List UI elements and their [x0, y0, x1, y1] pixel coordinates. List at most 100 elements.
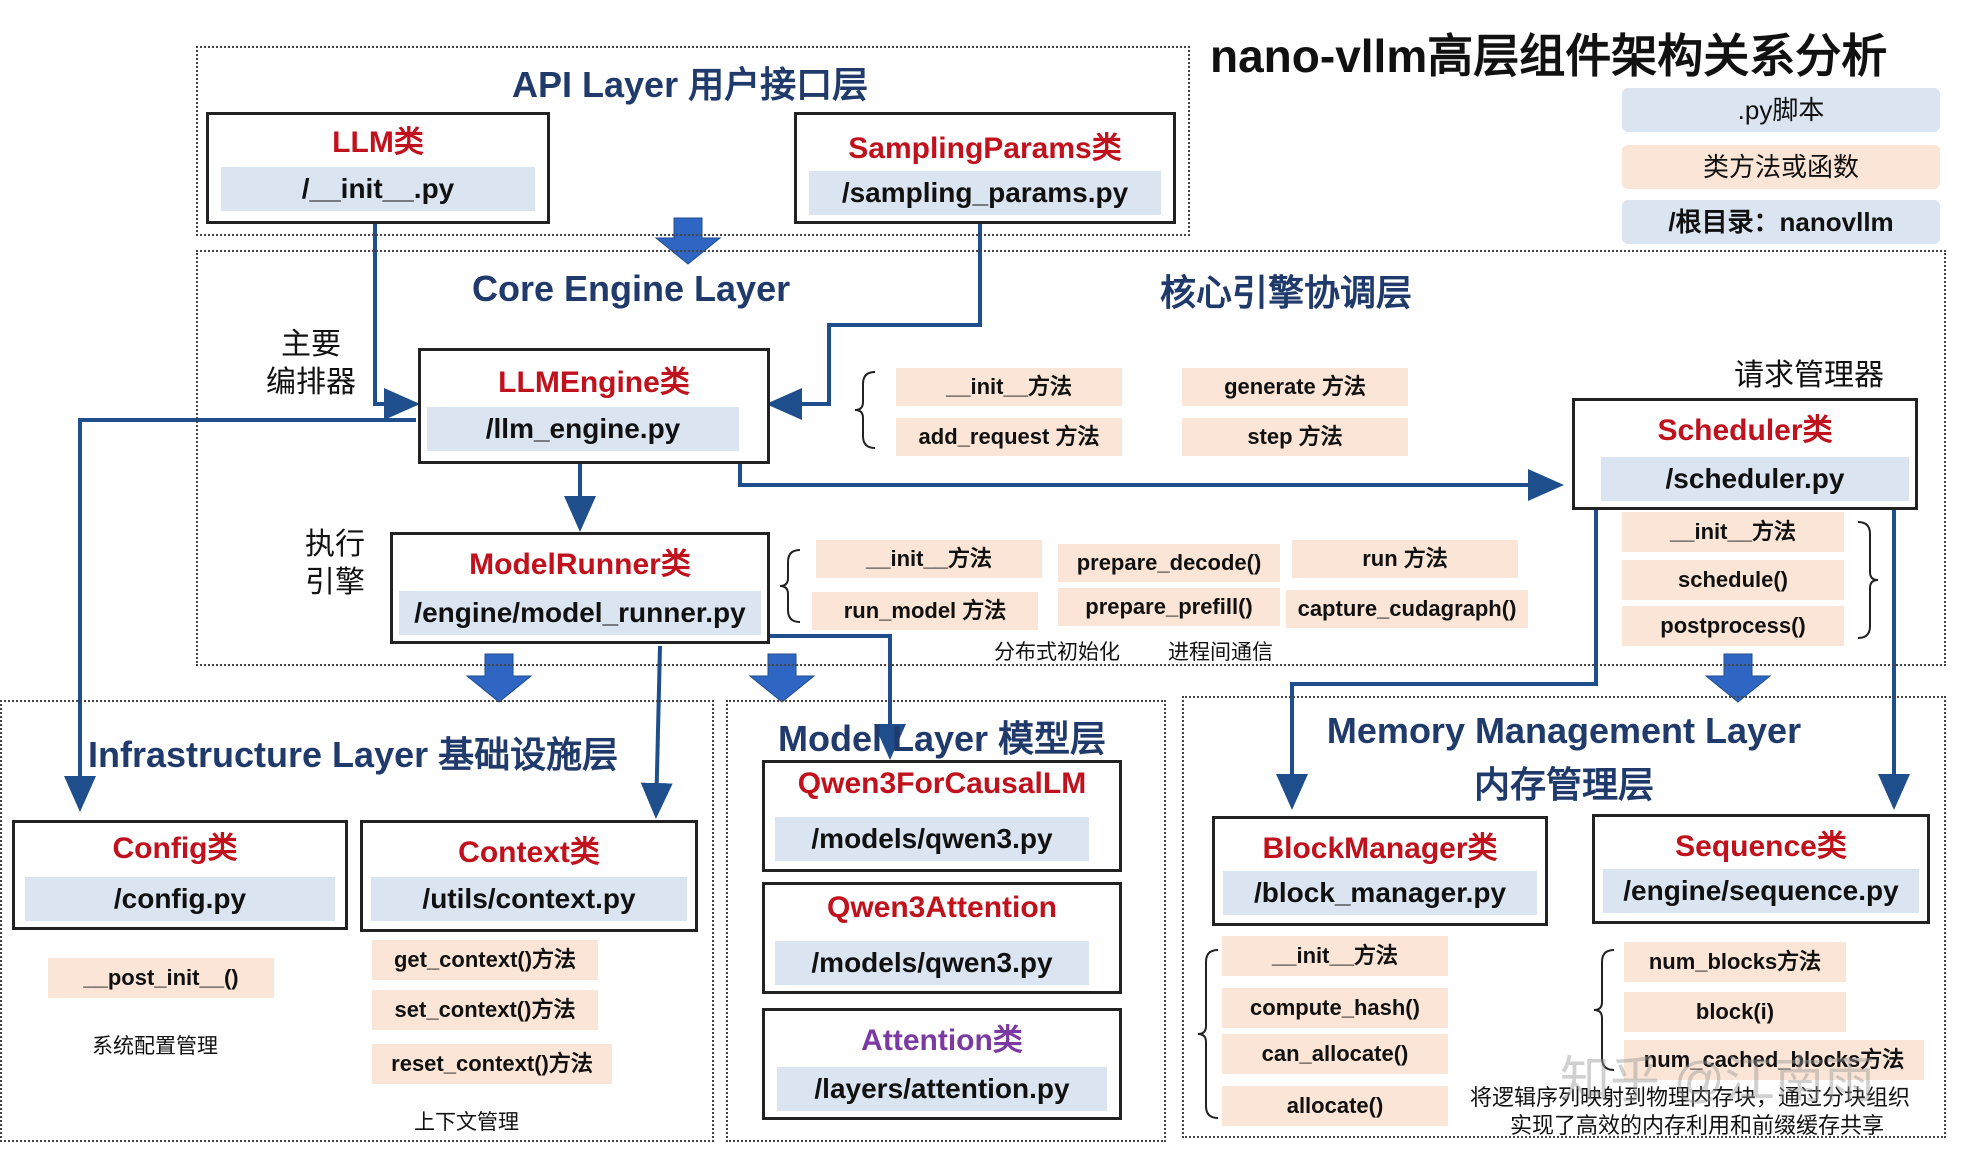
qwen3-attention-name: Qwen3Attention [827, 891, 1057, 924]
context-box[interactable]: Context类 /utils/context.py [360, 820, 698, 932]
bm-method-can-allocate: can_allocate() [1222, 1034, 1448, 1074]
context-file: /utils/context.py [371, 877, 687, 921]
brace-scheduler-methods [1857, 521, 1879, 639]
block-manager-file: /block_manager.py [1223, 871, 1537, 915]
scheduler-method-postprocess: postprocess() [1622, 606, 1844, 646]
bm-method-allocate: allocate() [1222, 1086, 1448, 1126]
wire-runner-to-context [640, 645, 673, 819]
context-note: 上下文管理 [414, 1111, 519, 1134]
llm-engine-name: LLMEngine类 [498, 366, 690, 399]
infra-layer-title: Infrastructure Layer 基础设施层 [88, 734, 619, 775]
memory-layer-title-en: Memory Management Layer [1326, 710, 1802, 751]
scheduler-method-init: __init__方法 [1622, 512, 1844, 552]
runner-method-prepare-decode: prepare_decode() [1058, 544, 1280, 582]
engine-method-generate: generate 方法 [1182, 368, 1408, 406]
memory-layer-title-cn: 内存管理层 [1473, 764, 1654, 805]
runner-method-init: __init__方法 [816, 540, 1042, 578]
legend-file: .py脚本 [1622, 88, 1940, 132]
engine-method-step: step 方法 [1182, 418, 1408, 456]
brace-sequence-methods [1593, 949, 1615, 1071]
llm-engine-box[interactable]: LLMEngine类 /llm_engine.py [418, 348, 770, 464]
attention-name: Attention类 [861, 1024, 1023, 1057]
model-runner-file: /engine/model_runner.py [399, 591, 761, 635]
engine-method-add-request: add_request 方法 [896, 418, 1122, 456]
wire-engine-to-scheduler [738, 458, 1564, 501]
scheduler-box[interactable]: Scheduler类 /scheduler.py [1572, 398, 1918, 510]
legend-method: 类方法或函数 [1622, 145, 1940, 189]
core-layer-title-en: Core Engine Layer [472, 268, 791, 309]
model-runner-name: ModelRunner类 [469, 548, 691, 581]
llm-engine-file: /llm_engine.py [427, 407, 739, 451]
wire-scheduler-to-blockmanager [1276, 510, 1598, 810]
wire-engine-to-config [64, 418, 416, 812]
config-method-post-init: __post_init__() [48, 958, 274, 998]
core-layer-panel [196, 250, 1946, 666]
label-request-manager: 请求管理器 [1734, 359, 1884, 392]
seq-method-num-blocks: num_blocks方法 [1624, 942, 1846, 982]
runner-method-prepare-prefill: prepare_prefill() [1058, 588, 1280, 626]
sequence-name: Sequence类 [1675, 830, 1847, 863]
sampling-params-file: /sampling_params.py [809, 171, 1161, 215]
page-title: nano-vllm高层组件架构关系分析 [1210, 30, 1888, 82]
runner-method-run: run 方法 [1292, 540, 1518, 578]
runner-method-capture-cudagraph: capture_cudagraph() [1286, 590, 1528, 628]
memory-note-line2: 实现了高效的内存利用和前缀缓存共享 [1510, 1113, 1885, 1138]
api-layer-title: API Layer 用户接口层 [512, 64, 869, 105]
sequence-file: /engine/sequence.py [1603, 869, 1919, 913]
bm-method-init: __init__方法 [1222, 936, 1448, 976]
brace-engine-methods [854, 371, 876, 449]
qwen3-causallm-name: Qwen3ForCausalLM [797, 767, 1087, 800]
llm-file: /__init__.py [221, 167, 535, 211]
model-runner-box[interactable]: ModelRunner类 /engine/model_runner.py [390, 532, 770, 644]
qwen3-attention-box[interactable]: Qwen3Attention /models/qwen3.py [762, 882, 1122, 994]
scheduler-file: /scheduler.py [1601, 457, 1909, 501]
config-note: 系统配置管理 [92, 1035, 218, 1058]
context-method-get: get_context()方法 [372, 940, 598, 980]
label-exec-engine: 执行 引擎 [305, 528, 365, 599]
fat-arrow-core-to-memory [1704, 653, 1772, 703]
llm-class-box[interactable]: LLM类 /__init__.py [206, 112, 550, 224]
model-layer-title: Model Layer 模型层 [778, 718, 1107, 759]
brace-runner-methods [779, 549, 801, 623]
qwen3-causallm-file: /models/qwen3.py [775, 817, 1089, 861]
memory-note-line1: 将逻辑序列映射到物理内存块，通过分块组织 [1470, 1085, 1911, 1110]
attention-file: /layers/attention.py [777, 1067, 1107, 1111]
model-layer-panel [726, 700, 1166, 1142]
wire-sampling-to-engine [766, 224, 982, 420]
config-name: Config类 [112, 832, 238, 865]
infra-layer-panel [0, 700, 714, 1142]
config-file: /config.py [25, 877, 335, 921]
legend-root: /根目录：nanovllm [1622, 200, 1940, 244]
brace-blockmanager-methods [1197, 949, 1219, 1119]
context-method-reset: reset_context()方法 [372, 1044, 612, 1084]
core-layer-title-cn: 核心引擎协调层 [1160, 272, 1413, 313]
context-name: Context类 [458, 836, 600, 869]
qwen3-causallm-box[interactable]: Qwen3ForCausalLM /models/qwen3.py [762, 760, 1122, 872]
wire-llm-to-engine [373, 224, 420, 420]
attention-box[interactable]: Attention类 /layers/attention.py [762, 1008, 1122, 1120]
seq-method-num-cached-blocks: num_cached_blocks方法 [1624, 1040, 1924, 1080]
seq-method-block-i: block(i) [1624, 992, 1846, 1032]
scheduler-method-schedule: schedule() [1622, 560, 1844, 600]
context-method-set: set_context()方法 [372, 990, 598, 1030]
runner-note-distributed: 分布式初始化 [994, 641, 1120, 664]
sequence-box[interactable]: Sequence类 /engine/sequence.py [1592, 814, 1930, 924]
qwen3-attention-file: /models/qwen3.py [775, 941, 1089, 985]
scheduler-name: Scheduler类 [1657, 414, 1833, 447]
label-orchestrator: 主要 编排器 [266, 328, 356, 399]
fat-arrow-core-to-model [748, 653, 816, 703]
api-layer-panel [196, 46, 1190, 236]
runner-method-run-model: run_model 方法 [812, 592, 1038, 630]
llm-class-name: LLM类 [332, 126, 424, 159]
config-box[interactable]: Config类 /config.py [12, 820, 348, 930]
bm-method-compute-hash: compute_hash() [1222, 988, 1448, 1028]
sampling-params-box[interactable]: SamplingParams类 /sampling_params.py [794, 112, 1176, 224]
memory-layer-panel [1182, 696, 1946, 1138]
engine-method-init: __init__方法 [896, 368, 1122, 406]
runner-note-ipc: 进程间通信 [1168, 641, 1273, 664]
block-manager-box[interactable]: BlockManager类 /block_manager.py [1212, 816, 1548, 926]
wire-runner-to-model [760, 634, 906, 760]
sampling-params-name: SamplingParams类 [848, 132, 1122, 165]
fat-arrow-core-to-infra [465, 653, 533, 703]
